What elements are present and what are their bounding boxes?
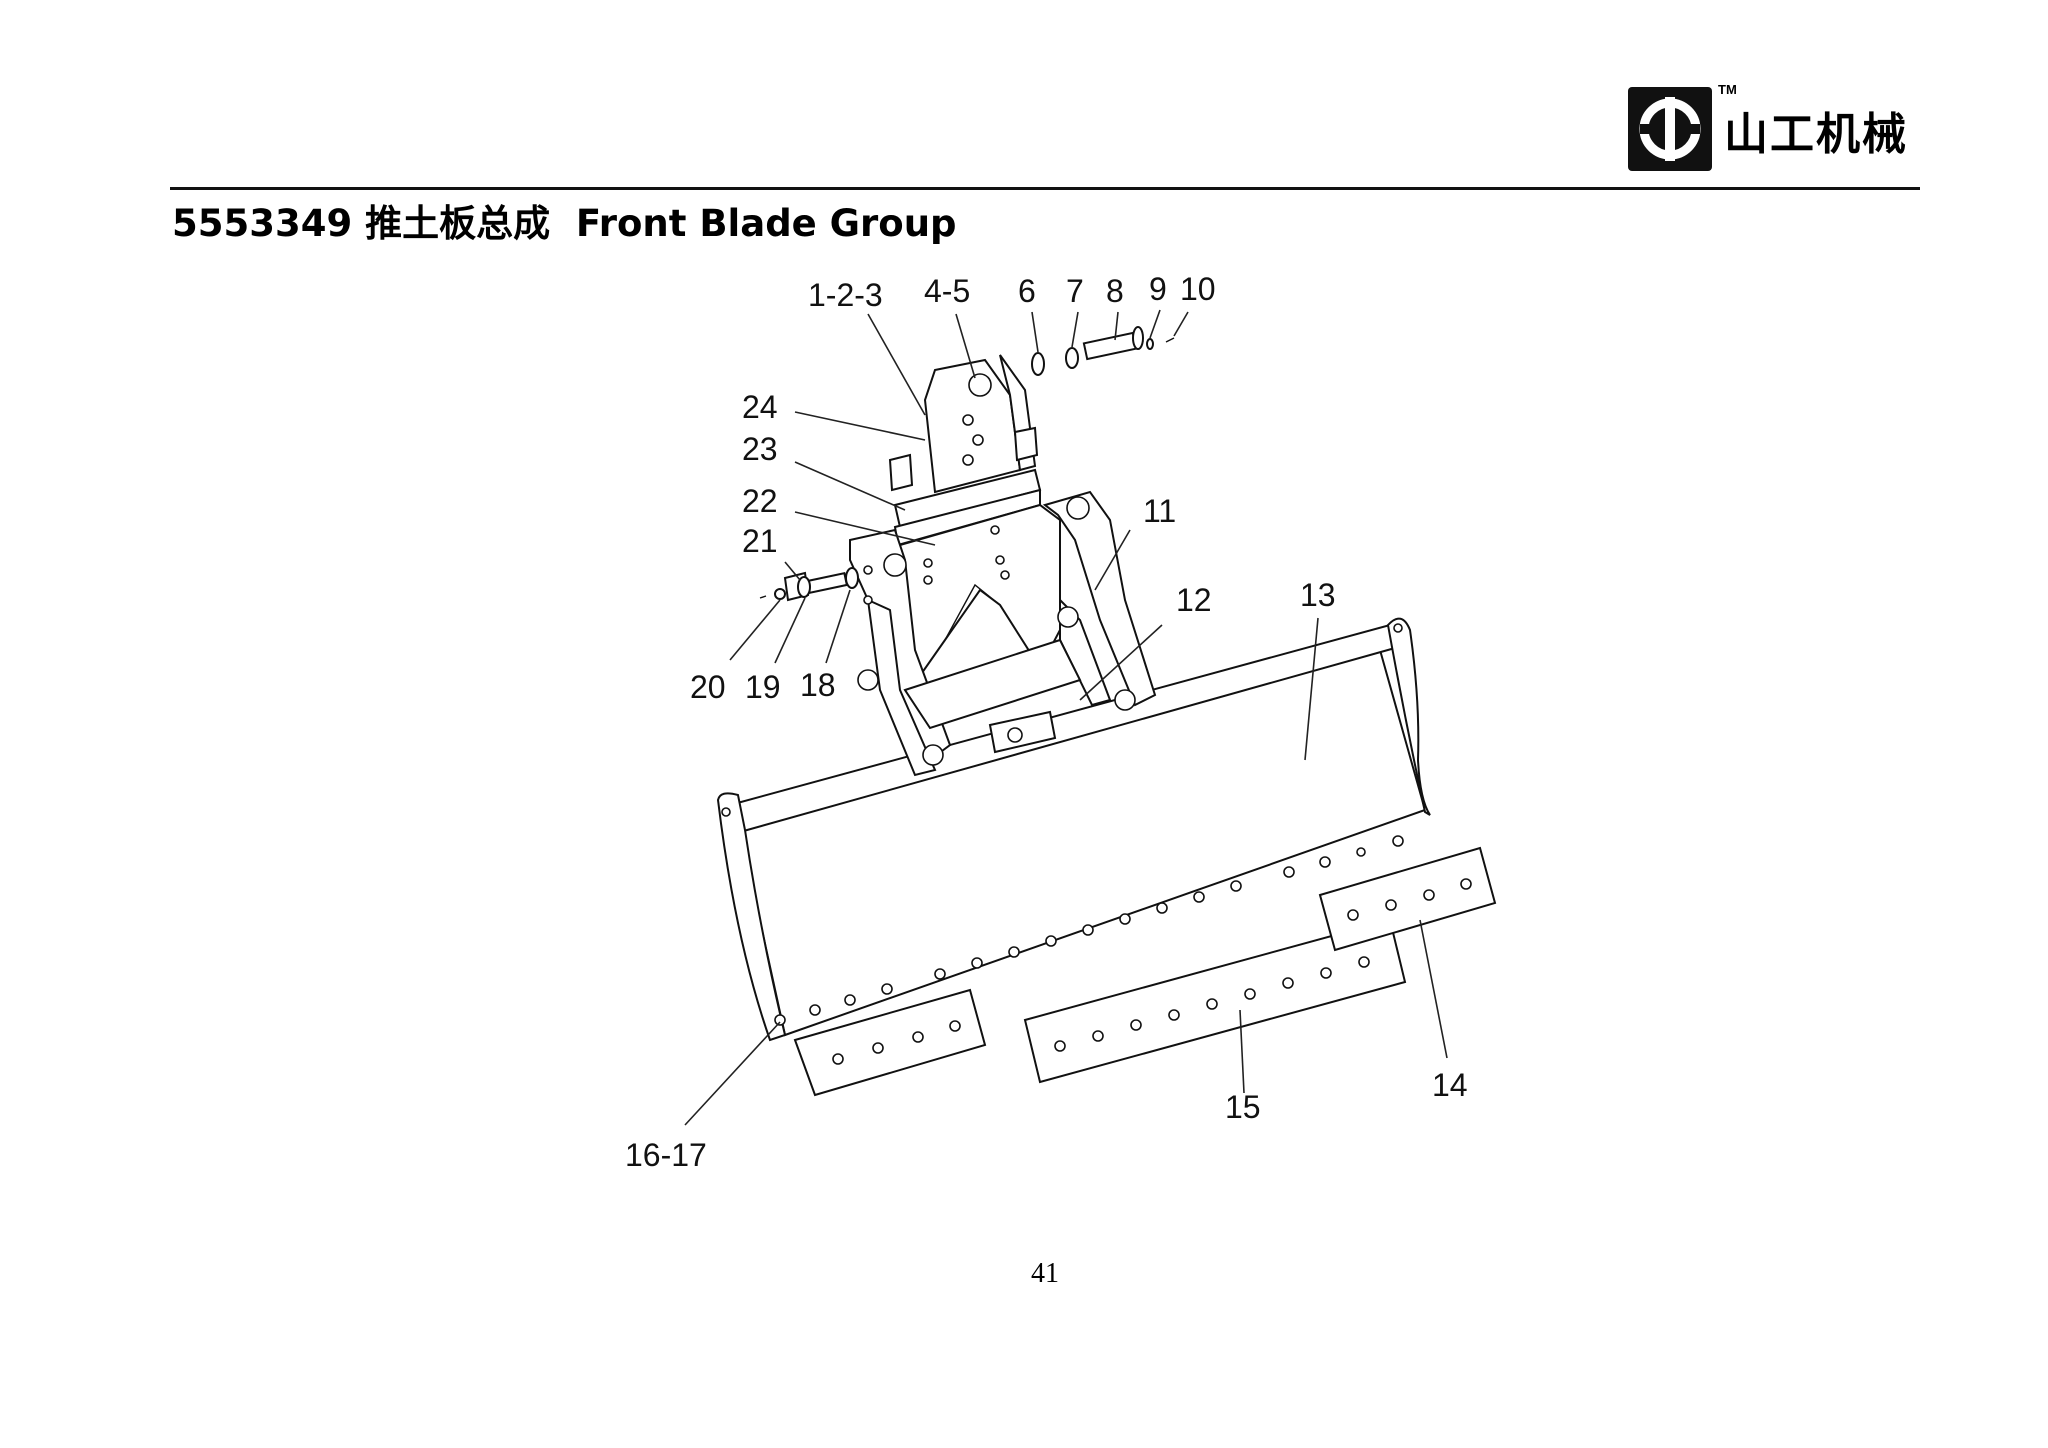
callout-22: 22: [742, 483, 778, 519]
callout-9: 9: [1149, 271, 1167, 307]
callout-16-17: 16-17: [625, 1137, 707, 1173]
pin-set-top: [1031, 326, 1175, 376]
callout-15: 15: [1225, 1089, 1261, 1125]
company-logo: TM 山工机械: [1628, 82, 1928, 172]
frame-drawing: [849, 354, 1157, 777]
header-rule: [170, 187, 1920, 190]
logo-text: 山工机械: [1724, 109, 1908, 160]
callout-7: 7: [1066, 273, 1084, 309]
callout-6: 6: [1018, 273, 1036, 309]
pin-set-left: [759, 567, 859, 602]
callout-23: 23: [742, 431, 778, 467]
callout-24: 24: [742, 389, 778, 425]
callout-12: 12: [1176, 582, 1212, 618]
cutting-edges: [793, 846, 1497, 1097]
callout-10: 10: [1180, 271, 1216, 307]
blade-drawing: [716, 617, 1431, 1042]
callout-1-2-3: 1-2-3: [808, 277, 883, 313]
callout-14: 14: [1432, 1067, 1468, 1103]
callout-18: 18: [800, 667, 836, 703]
leader-lines: [684, 309, 1448, 1126]
logo-emblem-icon: [1628, 87, 1712, 171]
trademark-mark: TM: [1718, 82, 1737, 97]
callout-labels: 1-2-3 4-5 6 7 8 9 10 11 12 13 14 15 16-1…: [625, 271, 1468, 1173]
callout-13: 13: [1300, 577, 1336, 613]
blade-bolt-holes: [774, 835, 1404, 1026]
callout-20: 20: [690, 669, 726, 705]
callout-21: 21: [742, 523, 778, 559]
page-title: 5553349 推土板总成 Front Blade Group: [172, 202, 957, 245]
page-number: 41: [1031, 1258, 1059, 1289]
callout-8: 8: [1106, 273, 1124, 309]
callout-19: 19: [745, 669, 781, 705]
callout-4-5: 4-5: [924, 273, 970, 309]
callout-11: 11: [1143, 493, 1176, 529]
